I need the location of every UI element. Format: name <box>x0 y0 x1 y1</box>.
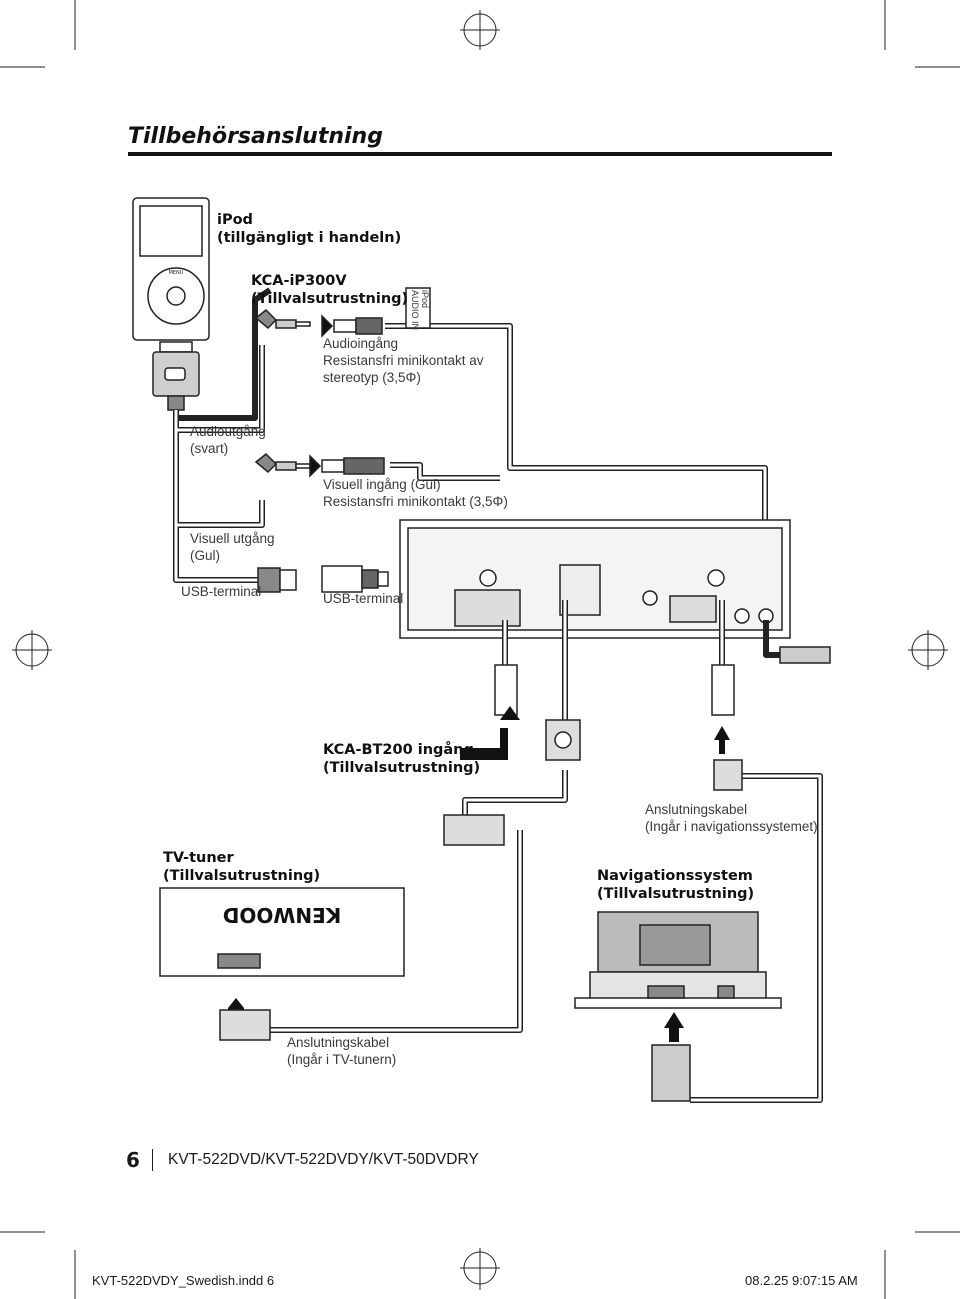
kca-bt200-label: KCA-BT200 ingång (Tillvalsutrustning) <box>323 742 481 776</box>
navigation-device <box>574 911 782 1102</box>
svg-text:KENWOOD: KENWOOD <box>223 903 342 927</box>
visual-output-label: Visuell utgång (Gul) <box>190 531 275 563</box>
ipod-audio-in-label: iPod AUDIO IN <box>410 290 430 331</box>
tv-tuner-device: KENWOOD <box>159 887 405 977</box>
footer-separator <box>152 1149 153 1171</box>
nav-system-label: Navigationssystem (Tillvalsutrustning) <box>597 868 755 902</box>
ipod-device: MENU <box>132 197 210 341</box>
slug-file: KVT-522DVDY_Swedish.indd 6 <box>92 1273 275 1288</box>
page-number: 6 <box>126 1148 140 1172</box>
video-plugs <box>254 452 385 478</box>
nav-cable-label: Anslutningskabel (Ingår i navigationssys… <box>645 802 818 834</box>
registration-marks <box>12 10 948 1290</box>
audio-input-label: Audioingång Resistansfri minikontakt av … <box>323 336 484 385</box>
slug-date: 08.2.25 9:07:15 AM <box>745 1273 858 1288</box>
page-title: Tillbehörsanslutning <box>128 124 383 149</box>
audio-plugs <box>254 287 431 338</box>
head-unit <box>399 519 791 639</box>
ipod-label: iPod (tillgängligt i handeln) <box>217 212 402 246</box>
model-name: KVT-522DVD/KVT-522DVDY/KVT-50DVDRY <box>168 1151 479 1168</box>
usb-plugs <box>257 565 389 593</box>
tv-cable-label: Anslutningskabel (Ingår i TV-tunern) <box>287 1035 397 1067</box>
kca-ip300v-label: KCA-iP300V (Tillvalsutrustning) <box>251 273 409 307</box>
svg-text:MENU: MENU <box>169 270 184 276</box>
visual-input-label: Visuell ingång (Gul) Resistansfri miniko… <box>323 477 508 509</box>
usb-terminal-left-label: USB-terminal <box>181 584 262 599</box>
audio-output-label: Audioutgång (svart) <box>190 424 266 456</box>
tv-tuner-label: TV-tuner (Tillvalsutrustning) <box>163 850 321 884</box>
title-rule <box>128 152 832 156</box>
dock-connector <box>152 341 200 411</box>
usb-terminal-right-label: USB-terminal <box>323 591 404 606</box>
